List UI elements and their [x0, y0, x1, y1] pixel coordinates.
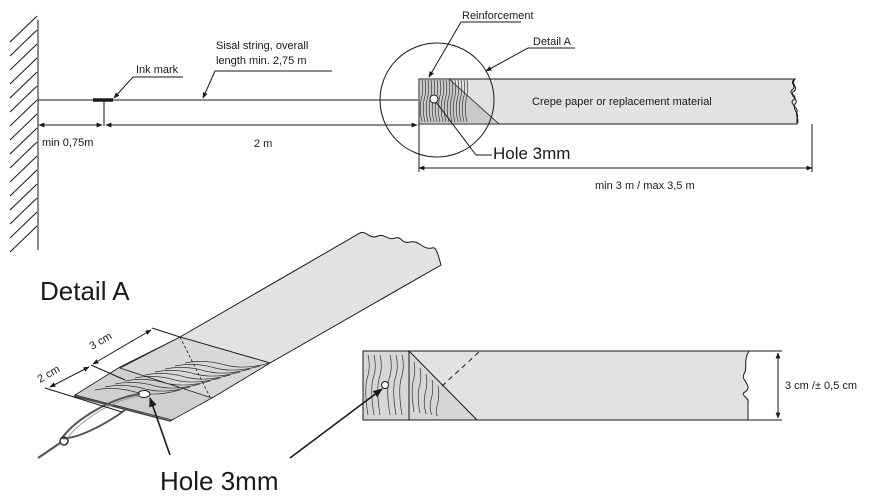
paper-label: Crepe paper or replacement material: [532, 96, 712, 108]
wood-grain: [461, 79, 466, 123]
hole-leader-flat: [289, 388, 383, 459]
ink-mark-leader: [113, 76, 183, 99]
wood-grain: [464, 79, 469, 123]
wood-grain: [446, 79, 451, 123]
wood-grain: [437, 79, 442, 123]
dimension-2cm-label: 2 cm: [36, 363, 63, 385]
wood-grain: [164, 367, 251, 374]
hole-leader-detail: [149, 397, 171, 456]
detail-strip-flat: [362, 349, 750, 421]
detail-a-title: Detail A: [40, 276, 130, 306]
wood-grain: [399, 354, 404, 416]
wood-grain: [154, 370, 241, 377]
wood-grain: [452, 79, 457, 123]
detail-a-ref-label: Detail A: [533, 36, 572, 48]
wood-grain: [377, 354, 382, 416]
wood-grain: [455, 79, 460, 123]
perspective-strip: [73, 231, 442, 422]
decoration-stroke: [9, 29, 38, 57]
wood-grain: [184, 361, 271, 368]
string-label-line1: Sisal string, overall: [216, 40, 308, 52]
wood-grain: [393, 354, 398, 416]
ink-mark-label: Ink mark: [136, 64, 179, 76]
decoration-stroke: [9, 43, 38, 71]
wood-grain: [429, 379, 434, 416]
paper-strip-top: [418, 78, 799, 125]
reinforcement-label: Reinforcement: [462, 10, 534, 22]
decoration-stroke: [9, 57, 38, 85]
hole-label-top: Hole 3mm: [493, 144, 570, 163]
decoration-stroke: [9, 99, 38, 127]
wood-grain: [422, 79, 427, 123]
wood-grain: [425, 79, 430, 123]
wood-grain: [435, 385, 440, 417]
dimension-2m-label: 2 m: [254, 138, 272, 150]
wood-grain: [174, 364, 261, 371]
string-label-line2: length min. 2,75 m: [216, 55, 307, 67]
dimension-2cm: [49, 366, 90, 388]
string-loop: [37, 393, 141, 459]
decoration-stroke: [9, 197, 38, 225]
decoration-stroke: [9, 127, 38, 155]
decoration-stroke: [9, 71, 38, 99]
decoration-stroke: [9, 183, 38, 211]
decoration-stroke: [9, 155, 38, 183]
decoration-stroke: [9, 85, 38, 113]
width-dimension-label: 3 cm /± 0,5 cm: [785, 380, 857, 392]
decoration-stroke: [9, 15, 38, 43]
wood-grain: [134, 376, 221, 383]
wood-grain: [449, 79, 454, 123]
wall: [9, 15, 39, 253]
detail-a-circle: [379, 42, 495, 158]
torn-end-top: [790, 78, 799, 125]
decoration-stroke: [9, 141, 38, 169]
decoration-stroke: [9, 113, 38, 141]
wood-grain: [443, 79, 448, 123]
decoration-stroke: [9, 211, 38, 239]
string-leader: [202, 70, 332, 99]
ink-mark: [93, 98, 113, 126]
wood-grain: [440, 79, 445, 123]
wood-grain: [411, 361, 416, 413]
dimension-3cm: [92, 329, 152, 365]
wood-grain: [387, 354, 392, 416]
wood-grain: [104, 385, 191, 392]
wood-grain: [371, 354, 376, 416]
reinforcement-leader: [428, 21, 521, 78]
wood-grain: [423, 373, 428, 415]
wood-grain: [144, 373, 231, 380]
hole-label-detail: Hole 3mm: [160, 466, 278, 496]
wood-grain: [458, 79, 463, 123]
decoration-stroke: [9, 225, 38, 253]
wood-grain: [365, 354, 370, 416]
dimension-min-075-label: min 0,75m: [42, 137, 93, 149]
wood-grain: [124, 379, 211, 386]
wood-grain: [114, 382, 201, 389]
wood-grain: [417, 367, 422, 414]
wood-grain: [94, 388, 181, 395]
dimension-3cm-label: 3 cm: [88, 330, 115, 352]
detail-a-leader: [485, 47, 575, 72]
wood-grain: [419, 79, 424, 123]
strip-length-label: min 3 m / max 3,5 m: [595, 180, 695, 192]
hole-leader-top: [435, 101, 492, 156]
decoration-stroke: [9, 169, 38, 197]
